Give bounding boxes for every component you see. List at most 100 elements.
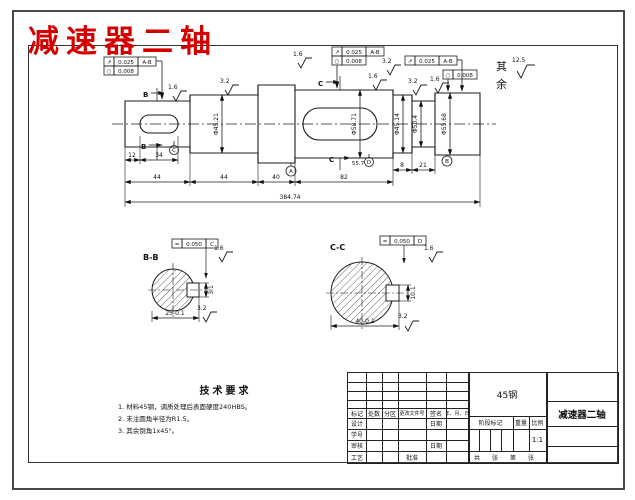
roughness-value: 3.2 <box>220 78 230 85</box>
tol-sym: ↗ <box>335 50 340 56</box>
page-title: 减速器二轴 <box>28 24 218 59</box>
tol-sym: = <box>175 242 180 248</box>
dim-cc-depth: 10.1 <box>410 286 417 300</box>
dim-8: 8 <box>400 162 404 169</box>
tb-row-audit: 审核 <box>350 443 363 450</box>
datum-letters: A B C D <box>172 148 449 175</box>
section-b-bottom: B <box>141 143 146 151</box>
tb-sheet-gong: 共 <box>473 454 480 462</box>
dia-45-14: Φ45.14 <box>394 113 401 135</box>
section-c-top: C <box>318 80 323 88</box>
dim-bb-depth: 3.1 <box>208 285 215 295</box>
tolerance-frame-right <box>404 55 465 92</box>
title-block: 标记 处数 分区 更改文件号 签名 年、月、日 设计 日期 学号 审核 日期 工… <box>347 372 619 464</box>
tb-stage-label: 阶段标记 <box>478 420 503 427</box>
roughness-symbols <box>172 57 535 332</box>
tb-header-count: 处数 <box>367 410 380 418</box>
tb-row-check: 学号 <box>350 432 363 439</box>
dia-58-71: Φ58.71 <box>351 113 358 135</box>
dia-50-4: Φ50.4 <box>412 115 419 133</box>
dim-34: 34 <box>155 152 163 159</box>
section-cc-texts: C-C = 0.050 D 1.6 3.2 40-0.1 10.1 <box>330 239 434 325</box>
tech-req-item: 1. 材料45钢，调质处理后表面硬度240HBS。 <box>118 403 252 411</box>
tol-ref: D <box>418 239 422 245</box>
dim-82: 82 <box>340 174 348 181</box>
dim-12: 12 <box>128 152 136 159</box>
dim-cc-width: 40-0.1 <box>355 318 375 325</box>
tb-scale-label: 比例 <box>531 420 544 427</box>
tol-ref: A-B <box>443 59 452 65</box>
tol-val: 0.025 <box>118 60 134 66</box>
tb-row-process: 工艺 <box>350 454 363 462</box>
roughness-value: 1.6 <box>368 73 378 80</box>
tol-sym: = <box>383 239 388 245</box>
section-bb-texts: B-B = 0.050 C 1.6 3.2 25-0.1 3.1 <box>143 242 224 317</box>
roughness-value: 1.6 <box>424 245 434 252</box>
tolerance-frame-end <box>442 69 478 92</box>
dim-40: 40 <box>272 174 280 181</box>
tol-sym: ↗ <box>107 60 112 66</box>
tol-sym: ↗ <box>408 59 413 65</box>
section-b-top: B <box>143 91 148 99</box>
roughness-value: 1.6 <box>214 245 224 252</box>
tolerance-frame-left <box>103 56 165 100</box>
dim-total-length: 384.74 <box>280 194 301 201</box>
tol-val: 0.008 <box>118 69 134 75</box>
tol-sym: ○ <box>335 59 340 65</box>
tol-val: 0.025 <box>346 50 362 56</box>
tech-req-title: 技术要求 <box>199 386 252 397</box>
general-roughness-value: 12.5 <box>512 57 526 64</box>
dim-44a: 44 <box>153 174 161 181</box>
section-c-bottom: C <box>329 156 334 164</box>
tb-material: 45钢 <box>496 391 518 401</box>
tb-sheet-zhang1: 张 <box>491 454 498 462</box>
tb-row-design: 设计 <box>350 421 363 428</box>
tb-header-fileno: 更改文件号 <box>399 410 425 417</box>
section-letters: B B C C <box>141 80 334 164</box>
datum-a: A <box>289 169 293 175</box>
tolerance-frame-mid <box>331 46 385 89</box>
section-cc <box>326 235 427 330</box>
tb-header-sign: 签名 <box>429 410 442 418</box>
roughness-value: 3.2 <box>408 78 418 85</box>
tol-ref: A-B <box>370 50 379 56</box>
tol-val: 0.050 <box>394 239 410 245</box>
technical-requirements: 技术要求 1. 材料45钢，调质处理后表面硬度240HBS。 2. 未注圆角半径… <box>118 386 333 437</box>
dia-45-21: Φ45.21 <box>213 113 220 135</box>
section-cc-label: C-C <box>330 243 345 252</box>
inner-border <box>28 45 618 463</box>
tb-row-date2: 日期 <box>429 443 442 450</box>
tb-row-date1: 日期 <box>429 421 442 428</box>
tol-val: 0.008 <box>346 59 362 65</box>
roughness-value: 1.6 <box>430 76 440 83</box>
roughness-value: 3.2 <box>398 313 408 320</box>
dim-21: 21 <box>419 162 427 169</box>
dia-55-68: Φ55.68 <box>441 113 448 135</box>
roughness-values: 1.6 3.2 1.6 3.2 1.6 3.2 1.6 <box>168 51 440 91</box>
qiyu-char1: 其 <box>496 60 507 73</box>
tolerance-frame-texts: ↗ 0.025 A-B ○ 0.008 ↗ 0.025 A-B ○ 0.008 … <box>107 50 474 79</box>
tol-sym: ○ <box>107 69 112 75</box>
tb-header-date: 年、月、日 <box>446 410 468 417</box>
tol-val: 0.008 <box>457 73 473 79</box>
outer-border <box>12 10 625 490</box>
roughness-value: 3.2 <box>382 58 392 65</box>
roughness-value: 1.6 <box>168 84 178 91</box>
tech-req-item: 2. 未注圆角半径为R1.5。 <box>118 415 194 423</box>
section-bb <box>148 238 219 322</box>
tech-req-item: 3. 其余倒角1x45°。 <box>118 427 179 435</box>
tol-sym: ○ <box>446 73 451 79</box>
dimension-texts: 12 34 44 44 40 82 8 21 55.7 384.74 Φ45.2… <box>128 113 448 201</box>
tol-val: 0.025 <box>419 59 435 65</box>
tol-ref: A-B <box>142 60 151 66</box>
tolerance-frames <box>103 46 478 100</box>
dim-44b: 44 <box>220 174 228 181</box>
general-roughness-note: 其 余 12.5 <box>496 57 526 91</box>
dim-keyway-length: 55.7 <box>352 161 365 167</box>
qiyu-char2: 余 <box>496 77 507 91</box>
tb-header-zone: 分区 <box>383 410 396 418</box>
datum-c: C <box>172 148 176 154</box>
tb-scale-value: 1:1 <box>531 436 544 444</box>
